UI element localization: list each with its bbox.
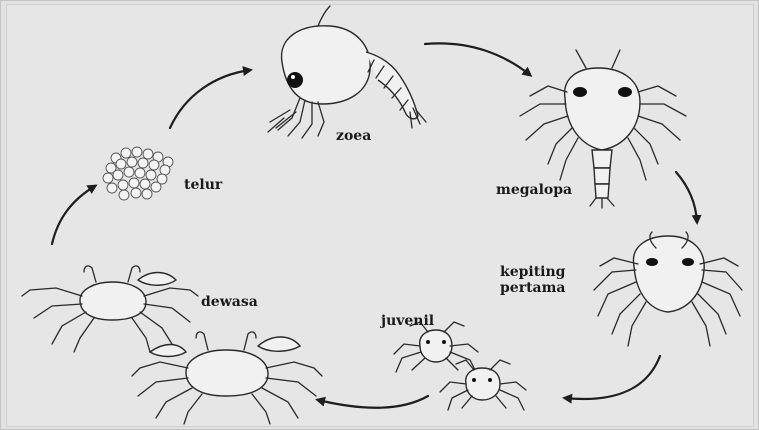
arrow-dewasa-to-telur [52, 186, 95, 244]
zoea-larva-icon [268, 6, 426, 138]
label-megalopa: megalopa [496, 182, 572, 198]
adult-crab-icon [22, 266, 322, 424]
arrow-telur-to-zoea [170, 70, 250, 128]
label-kepiting-line2: pertama [500, 280, 566, 296]
label-dewasa: dewasa [201, 294, 258, 310]
arrow-kepiting-to-juvenil [565, 356, 660, 399]
arrow-megalopa-to-kepiting [676, 172, 697, 222]
label-juvenil: juvenil [381, 313, 434, 329]
arrow-zoea-to-megalopa [425, 43, 530, 75]
arrow-juvenil-to-dewasa [318, 396, 428, 408]
juvenile-crab-icon [394, 322, 526, 410]
label-kepiting-line1: kepiting [500, 264, 566, 280]
label-zoea: zoea [336, 128, 371, 144]
label-kepiting-pertama: kepiting pertama [500, 264, 566, 296]
first-crab-icon [594, 232, 742, 346]
egg-cluster-icon [103, 147, 173, 200]
label-telur: telur [184, 177, 222, 193]
